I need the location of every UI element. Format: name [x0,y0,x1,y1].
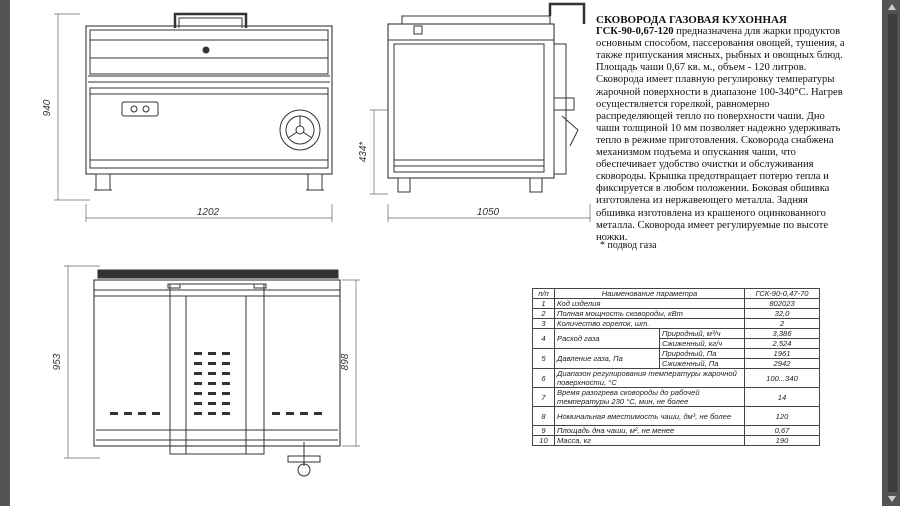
row-name: Код изделия [554,298,745,309]
row-value: 190 [744,435,820,446]
row-value: 2 [744,318,820,329]
table-row: 6 Диапазон регулирования температуры жар… [532,368,820,388]
table-row: 9 Площадь дна чаши, м², не менее 0,67 [532,425,820,436]
table-row: 1 Код изделия 802023 [532,298,820,309]
row-value: 3,386 [744,328,820,339]
row-value: 100...340 [744,368,820,388]
table-row: 7 Время разогрева сковороды до рабочей т… [532,387,820,407]
row-value: 802023 [744,298,820,309]
dim-side-height: 434* [358,141,369,163]
side-view [370,2,591,222]
row-name: Полная мощность сковороды, кВт [554,308,745,319]
technical-drawing: 1202 940 1050 434* 953 898 [42,2,591,477]
table-row: 10 Масса, кг 190 [532,435,820,446]
scroll-down-icon[interactable] [888,496,896,502]
row-value: 32,0 [744,308,820,319]
row-num: 2 [532,308,555,319]
product-description: СКОВОРОДА ГАЗОВАЯ КУХОННАЯ ГСК-90-0,67-1… [596,14,846,244]
row-name: Количество горелок, шт. [554,318,745,329]
row-subname: Природный, Па [659,348,745,359]
row-name: Время разогрева сковороды до рабочей тем… [554,387,745,407]
row-value: 1961 [744,348,820,359]
row-subname: Природный, м³/ч [659,328,745,339]
row-subname: Сжиженный, кг/ч [659,338,745,349]
dim-front-height: 940 [42,99,53,116]
dim-front-width: 1202 [197,207,220,218]
product-title: СКОВОРОДА ГАЗОВАЯ КУХОННАЯ [596,14,787,26]
row-num: 4 [532,328,555,349]
row-name: Давление газа, Па [554,348,660,369]
table-row: 3 Количество горелок, шт. 2 [532,318,820,329]
header-name: Наименование параметра [554,288,745,299]
scroll-thumb[interactable] [888,14,897,492]
table-row: 5 Давление газа, Па Природный, Па 1961 [532,348,820,369]
document-page: 1202 940 1050 434* 953 898 СКОВОРОДА ГАЗ… [10,0,882,506]
scroll-up-icon[interactable] [888,4,896,10]
row-num: 1 [532,298,555,309]
spec-table: п/п Наименование параметра ГСК-90-0,47-7… [532,288,820,446]
header-num: п/п [532,288,555,299]
plan-view [64,265,360,477]
product-model: ГСК-90-0,67-120 [596,26,674,38]
row-value: 0,67 [744,425,820,436]
dim-plan-depth: 953 [52,353,63,370]
vertical-scrollbar[interactable] [885,0,900,506]
row-num: 3 [532,318,555,329]
table-row: 8 Номинальная вместимость чаши, дм³, не … [532,406,820,426]
row-name: Диапазон регулирования температуры жароч… [554,368,745,388]
row-num: 8 [532,406,555,426]
row-name: Номинальная вместимость чаши, дм³, не бо… [554,406,745,426]
row-num: 5 [532,348,555,369]
row-value: 120 [744,406,820,426]
product-text: предназначена для жарки продуктов основн… [596,26,845,243]
row-value: 14 [744,387,820,407]
row-num: 7 [532,387,555,407]
row-name: Масса, кг [554,435,745,446]
table-row: 2 Полная мощность сковороды, кВт 32,0 [532,308,820,319]
row-name: Расход газа [554,328,660,349]
row-name: Площадь дна чаши, м², не менее [554,425,745,436]
row-num: 9 [532,425,555,436]
row-subname: Сжиженный, Па [659,358,745,369]
gas-footnote: * подвод газа [600,240,657,251]
table-row: 4 Расход газа Природный, м³/ч 3,386 [532,328,820,349]
row-num: 10 [532,435,555,446]
row-value: 2942 [744,358,820,369]
dim-plan-inner: 898 [340,353,351,370]
dim-side-depth: 1050 [477,207,500,218]
row-num: 6 [532,368,555,388]
table-header-row: п/п Наименование параметра ГСК-90-0,47-7… [532,288,820,299]
row-value: 2,524 [744,338,820,349]
front-view [54,12,333,222]
header-value: ГСК-90-0,47-70 [744,288,820,299]
